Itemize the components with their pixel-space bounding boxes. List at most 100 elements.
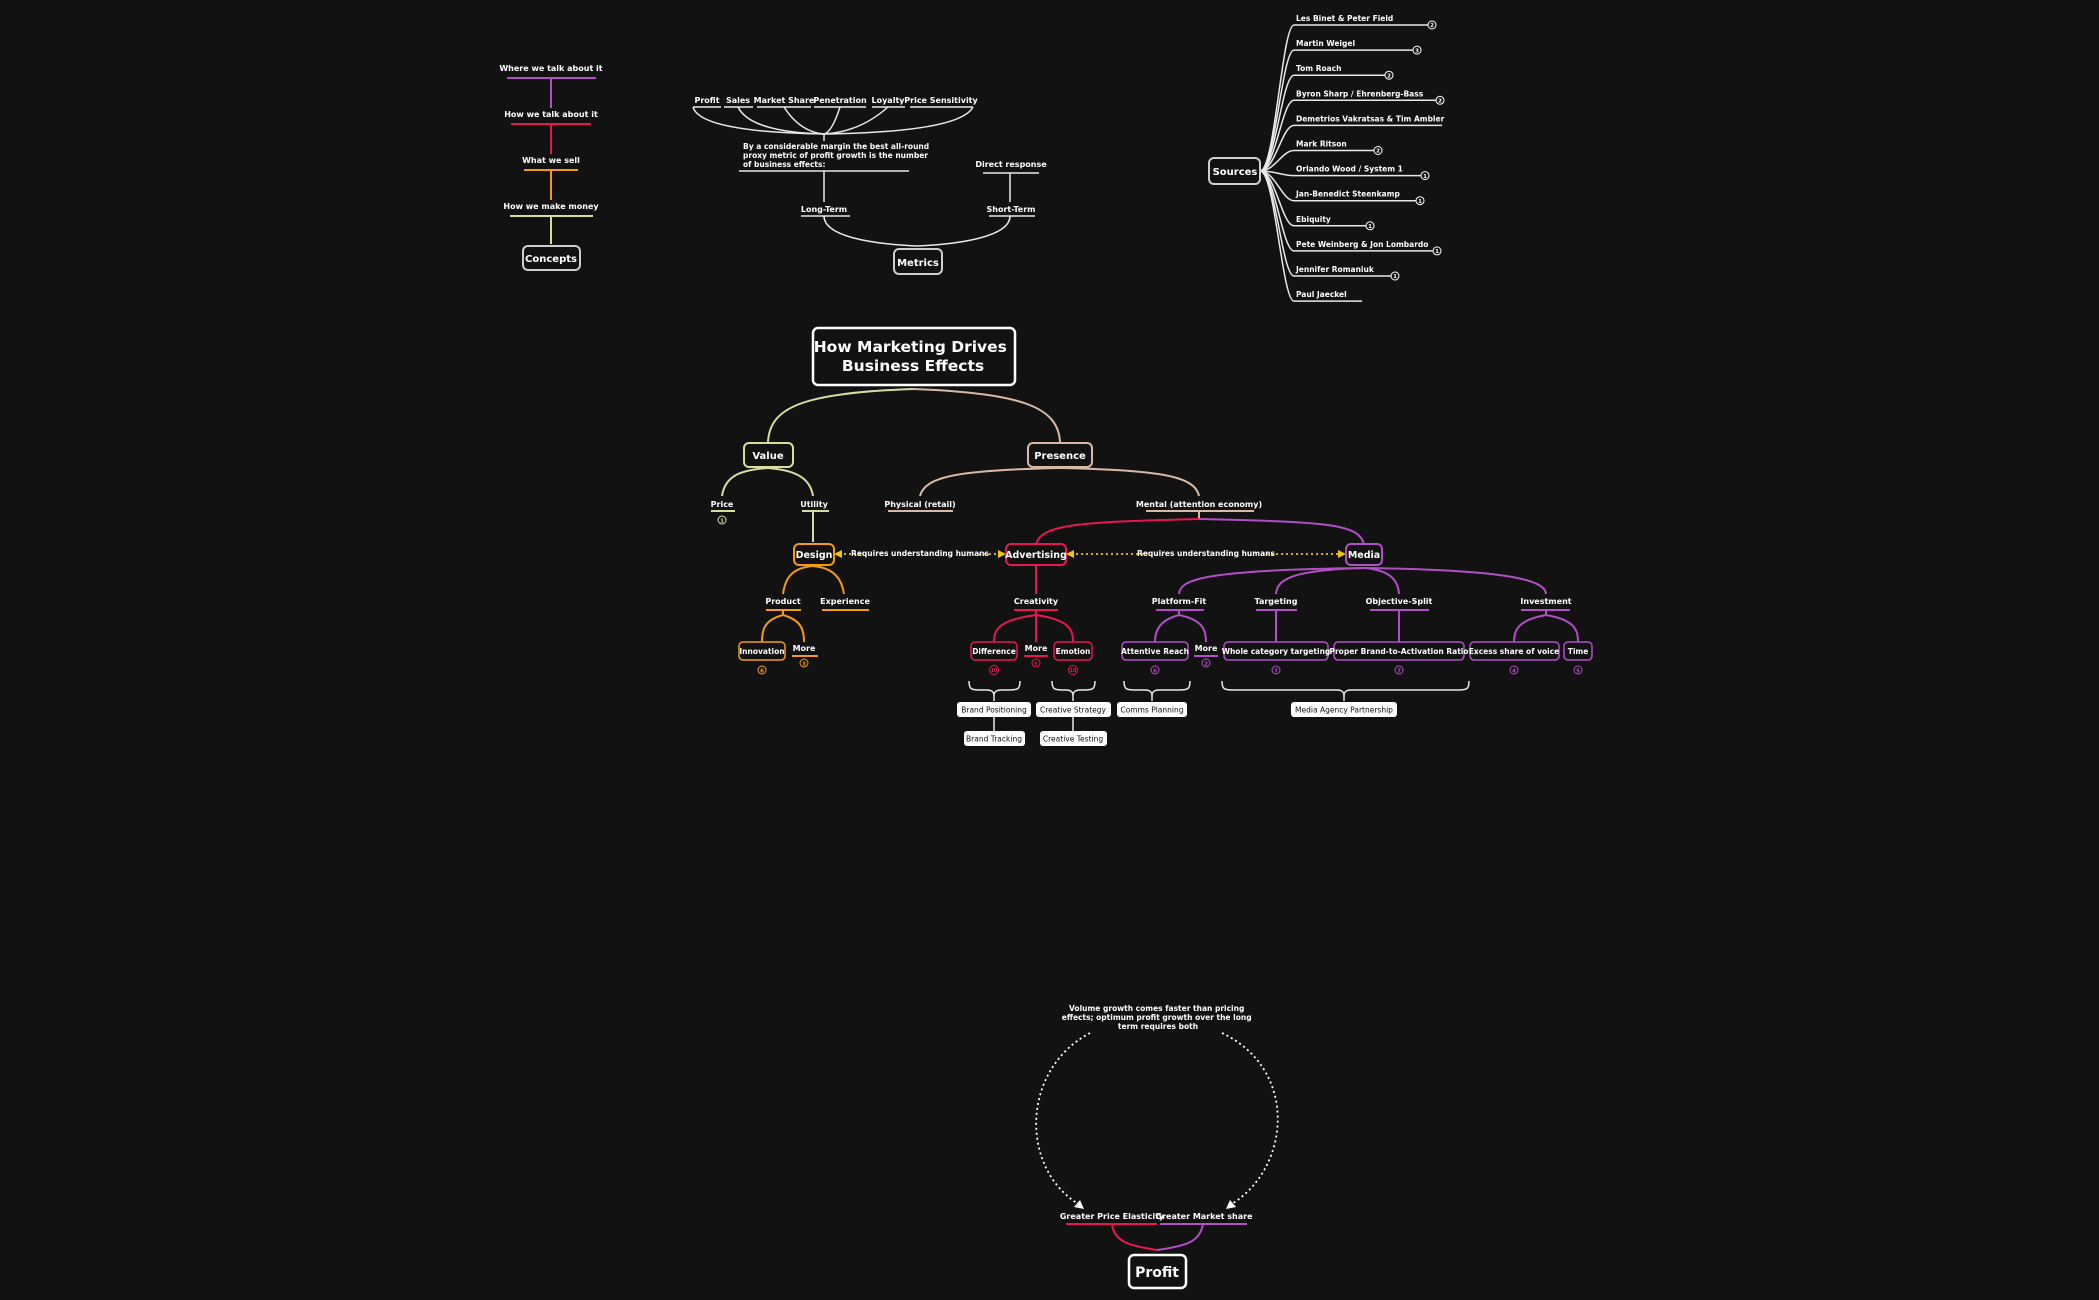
difference-node[interactable] (970, 641, 1018, 661)
whole-count-badge[interactable] (1271, 665, 1281, 675)
investment-label[interactable]: Investment (1520, 597, 1571, 606)
concept-how-talk[interactable]: How we talk about it (504, 110, 598, 119)
whole-category-node[interactable] (1223, 641, 1329, 661)
source-item[interactable]: Jennifer Romaniuk (1295, 265, 1375, 274)
effect-loyalty[interactable]: Loyalty (872, 96, 906, 105)
concept-money[interactable]: How we make money (503, 202, 599, 211)
design-more-label[interactable]: More (793, 644, 816, 653)
physical-label[interactable]: Physical (retail) (884, 500, 955, 509)
source-count-badge[interactable] (1420, 171, 1430, 181)
source-item[interactable]: Pete Weinberg & Jon Lombardo (1296, 240, 1428, 249)
advertising-node[interactable] (1005, 543, 1067, 566)
mental-label[interactable]: Mental (attention economy) (1136, 500, 1262, 509)
metrics-node[interactable] (893, 248, 943, 275)
effect-sales[interactable]: Sales (726, 96, 750, 105)
creative-testing-box[interactable] (1040, 731, 1107, 746)
main-root-title-line-2: Business Effects (842, 357, 984, 375)
arrow-to-media (1338, 550, 1346, 558)
source-item[interactable]: Demetrios Vakratsas & Tim Ambler (1296, 114, 1445, 123)
experience-label[interactable]: Experience (820, 597, 870, 606)
source-item[interactable]: Mark Ritson (1296, 140, 1347, 149)
source-item[interactable]: Tom Roach (1296, 64, 1341, 73)
source-count-badge[interactable] (1365, 221, 1375, 231)
value-node[interactable] (743, 442, 794, 468)
source-item[interactable]: Jan-Benedict Steenkamp (1295, 190, 1400, 199)
attentive-reach-node[interactable] (1121, 641, 1189, 661)
objective-split-label[interactable]: Objective-Split (1366, 597, 1433, 606)
relation-label-adv-media[interactable]: Requires understanding humans (1137, 549, 1275, 558)
emotion-count-badge[interactable] (1068, 665, 1078, 675)
media-more-label[interactable]: More (1195, 644, 1218, 653)
source-count-badge[interactable] (1432, 246, 1442, 256)
metrics-note[interactable]: By a considerable margin the best all-ro… (743, 142, 932, 169)
concepts-node[interactable] (522, 245, 581, 271)
elasticity-label[interactable]: Greater Price Elasticity (1060, 1212, 1165, 1221)
creative-strategy-box[interactable] (1036, 702, 1111, 717)
media-node[interactable] (1345, 543, 1383, 566)
source-item[interactable]: Byron Sharp / Ehrenberg-Bass (1296, 89, 1424, 98)
source-item[interactable]: Ebiquity (1296, 215, 1331, 224)
ratio-count-badge[interactable] (1394, 665, 1404, 675)
direct-response-label[interactable]: Direct response (975, 160, 1047, 169)
source-item[interactable]: Martin Weigel (1296, 39, 1355, 48)
market-share-label[interactable]: Greater Market share (1156, 1212, 1254, 1221)
source-count-badge[interactable] (1412, 45, 1422, 55)
adv-more-count-badge[interactable] (1031, 658, 1041, 668)
ratio-node[interactable] (1333, 641, 1465, 661)
targeting-label[interactable]: Targeting (1255, 597, 1298, 606)
source-count-badge[interactable] (1415, 196, 1425, 206)
time-node[interactable] (1563, 641, 1593, 661)
product-label[interactable]: Product (765, 597, 800, 606)
relation-label-design-adv[interactable]: Requires understanding humans (851, 549, 989, 558)
arrow-to-market-share (1226, 1200, 1236, 1209)
sources-node[interactable] (1208, 157, 1261, 185)
adv-more-label[interactable]: More (1025, 644, 1048, 653)
price-count-badge[interactable] (717, 515, 727, 525)
price-label[interactable]: Price (711, 500, 734, 509)
profit-note-line-2: effects; optimum profit growth over the … (1062, 1013, 1252, 1022)
creativity-label[interactable]: Creativity (1014, 597, 1059, 606)
source-count-badge[interactable] (1435, 95, 1445, 105)
source-item[interactable]: Paul Jaeckel (1296, 290, 1347, 299)
media-agency-box[interactable] (1291, 702, 1397, 717)
emotion-node[interactable] (1053, 641, 1093, 661)
design-node[interactable] (793, 543, 835, 566)
utility-label[interactable]: Utility (800, 500, 828, 509)
source-count-badge[interactable] (1373, 146, 1383, 155)
source-count-badge[interactable] (1390, 271, 1400, 281)
excess-count-badge[interactable] (1509, 665, 1519, 675)
effect-price-sensitivity[interactable]: Price Sensitivity (904, 96, 978, 105)
long-term-label[interactable]: Long-Term (801, 205, 847, 214)
excess-voice-node[interactable] (1469, 641, 1560, 661)
innovation-count-badge[interactable] (757, 665, 767, 675)
comms-planning-box[interactable] (1117, 702, 1187, 717)
presence-node[interactable] (1027, 442, 1093, 468)
source-item[interactable]: Les Binet & Peter Field (1296, 14, 1393, 23)
main-root-node[interactable] (811, 326, 1017, 387)
source-count-badge[interactable] (1427, 20, 1437, 30)
attentive-count-badge[interactable] (1150, 665, 1160, 675)
design-more-count-badge[interactable] (799, 658, 809, 668)
time-count-badge[interactable] (1573, 665, 1583, 675)
profit-node[interactable] (1127, 1253, 1188, 1290)
effect-market-share[interactable]: Market Share (754, 96, 815, 105)
source-item[interactable]: Orlando Wood / System 1 (1296, 165, 1403, 174)
difference-count-badge[interactable] (989, 665, 999, 675)
source-count-badge[interactable] (1384, 70, 1394, 80)
summary-braces (968, 680, 1470, 731)
source-count: 1 (1423, 174, 1427, 180)
innovation-node[interactable] (738, 641, 786, 661)
effect-profit[interactable]: Profit (694, 96, 719, 105)
effect-penetration[interactable]: Penetration (813, 96, 867, 105)
profit-note[interactable]: Volume growth comes faster than pricing … (1062, 1004, 1254, 1031)
brand-tracking-box[interactable] (964, 731, 1025, 746)
source-connector (1259, 170, 1362, 302)
media-more-count-badge[interactable] (1201, 658, 1211, 668)
platform-fit-label[interactable]: Platform-Fit (1152, 597, 1207, 606)
concept-what-sell[interactable]: What we sell (522, 156, 580, 165)
concept-where[interactable]: Where we talk about it (499, 64, 602, 73)
short-term-label[interactable]: Short-Term (987, 205, 1036, 214)
brand-positioning-box[interactable] (957, 702, 1031, 717)
presence-label: Presence (1034, 451, 1086, 462)
